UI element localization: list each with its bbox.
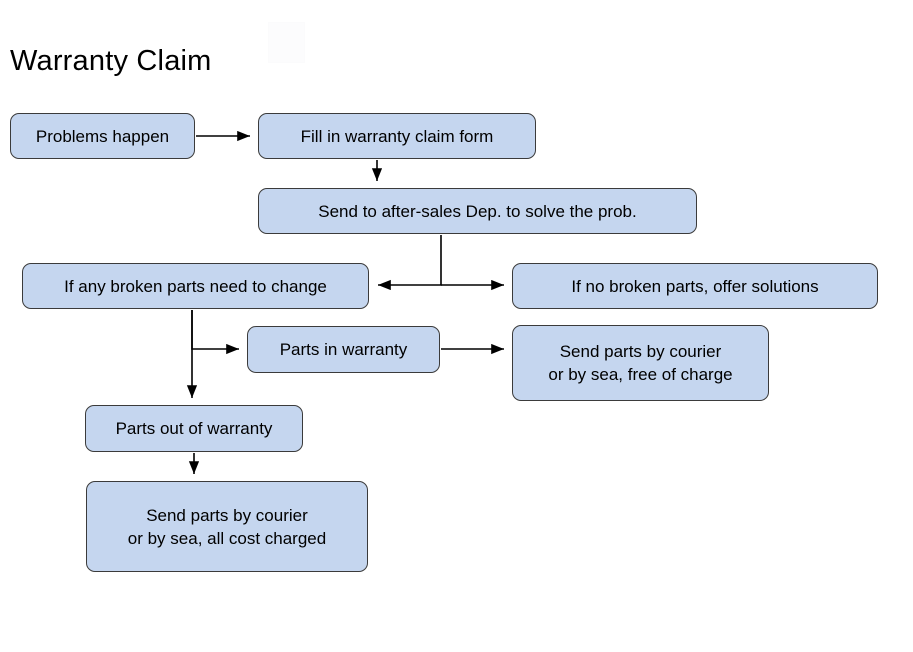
node-label: If any broken parts need to change [64, 276, 327, 296]
node-send-after-sales[interactable]: Send to after-sales Dep. to solve the pr… [258, 188, 697, 234]
edge-broken-to-in-warranty [191, 310, 239, 355]
blank-placeholder-box [268, 22, 305, 63]
node-label: Fill in warranty claim form [300, 126, 494, 146]
node-parts-in-warranty[interactable]: Parts in warranty [247, 326, 440, 373]
node-label: Send parts by courier or by sea, all cos… [127, 505, 327, 548]
node-label: Parts in warranty [279, 340, 408, 359]
node-send-cost-charged[interactable]: Send parts by courier or by sea, all cos… [86, 481, 368, 572]
node-label: Send to after-sales Dep. to solve the pr… [318, 201, 637, 221]
node-label: Problems happen [35, 126, 170, 146]
node-label: If no broken parts, offer solutions [571, 276, 819, 296]
edge-aftersales-split-left [378, 235, 442, 291]
node-send-free-of-charge[interactable]: Send parts by courier or by sea, free of… [512, 325, 769, 401]
node-label: Send parts by courier or by sea, free of… [548, 342, 733, 384]
page-title: Warranty Claim [10, 45, 212, 78]
node-label: Parts out of warranty [115, 419, 273, 438]
node-fill-claim-form[interactable]: Fill in warranty claim form [258, 113, 536, 159]
node-broken-parts-change[interactable]: If any broken parts need to change [22, 263, 369, 309]
node-problems-happen[interactable]: Problems happen [10, 113, 195, 159]
node-parts-out-of-warranty[interactable]: Parts out of warranty [85, 405, 303, 452]
node-no-broken-parts[interactable]: If no broken parts, offer solutions [512, 263, 878, 309]
